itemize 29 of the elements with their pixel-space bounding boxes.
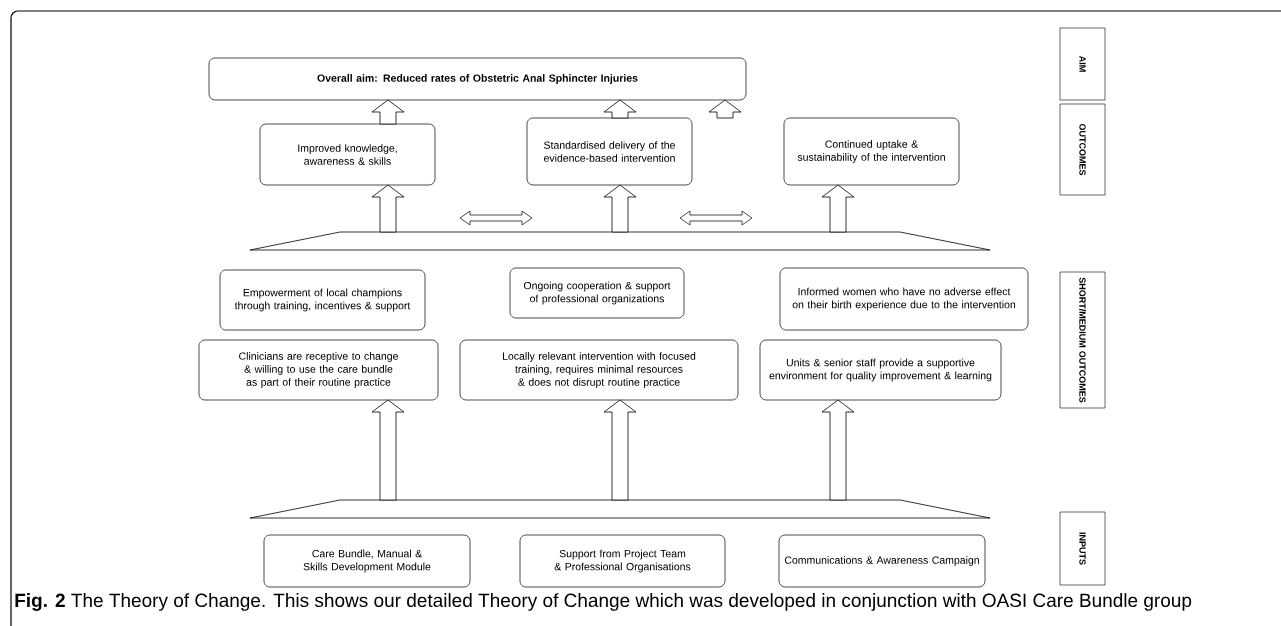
outcome-box: Ongoing cooperation & support of professional organizations (509, 267, 685, 319)
outcome-box: Empowerment of local champions through training, incentives & support (219, 269, 426, 331)
block-arrow (821, 184, 855, 233)
block-arrow (603, 99, 637, 119)
outcome-box: Continued uptake & sustainability of the intervention (783, 117, 960, 186)
level-label: AIM (1059, 27, 1106, 101)
figure-caption: Fig. 2 The Theory of Change. This shows our detailed Theory of Change which was developed in conjunction with OASI Care Bundle group (15, 593, 1192, 611)
block-arrow (821, 399, 855, 501)
outcome-box: Improved knowledge, awareness & skills (259, 123, 436, 186)
outcome-box: Overall aim: Reduced rates of Obstetric Anal Sphincter Injuries (208, 57, 747, 101)
outcome-box: Standardised delivery of the evidence-based intervention (526, 117, 693, 186)
outcome-box: Communications & Awareness Campaign (778, 534, 986, 588)
outcome-box: Locally relevant intervention with focused training, requires minimal resources & does not disrupt routine practice (459, 339, 739, 401)
block-arrow (371, 184, 405, 233)
block-arrow (603, 399, 637, 501)
block-arrow (708, 99, 742, 119)
outcome-box: Care Bundle, Manual & Skills Development Module (263, 534, 471, 588)
platform-trapezoid (249, 499, 991, 519)
block-arrow (603, 184, 637, 233)
outcome-box: Support from Project Team & Professional Organisations (519, 534, 726, 588)
outcome-box: Units & senior staff provide a supportive environment for quality improvement & learning (759, 339, 1002, 401)
level-label: SHORT/MEDIUM OUTCOMES (1059, 271, 1106, 409)
level-label: OUTCOMES (1059, 103, 1106, 196)
outcome-box: Informed women who have no adverse effect on their birth experience due to the intervention (779, 267, 1029, 331)
platform-trapezoid (249, 231, 991, 251)
block-arrow (371, 99, 405, 125)
outcome-box: Clinicians are receptive to change & willing to use the care bundle as part of their routine practice (198, 339, 439, 401)
block-arrow (371, 399, 405, 501)
level-label: INPUTS (1059, 511, 1106, 586)
